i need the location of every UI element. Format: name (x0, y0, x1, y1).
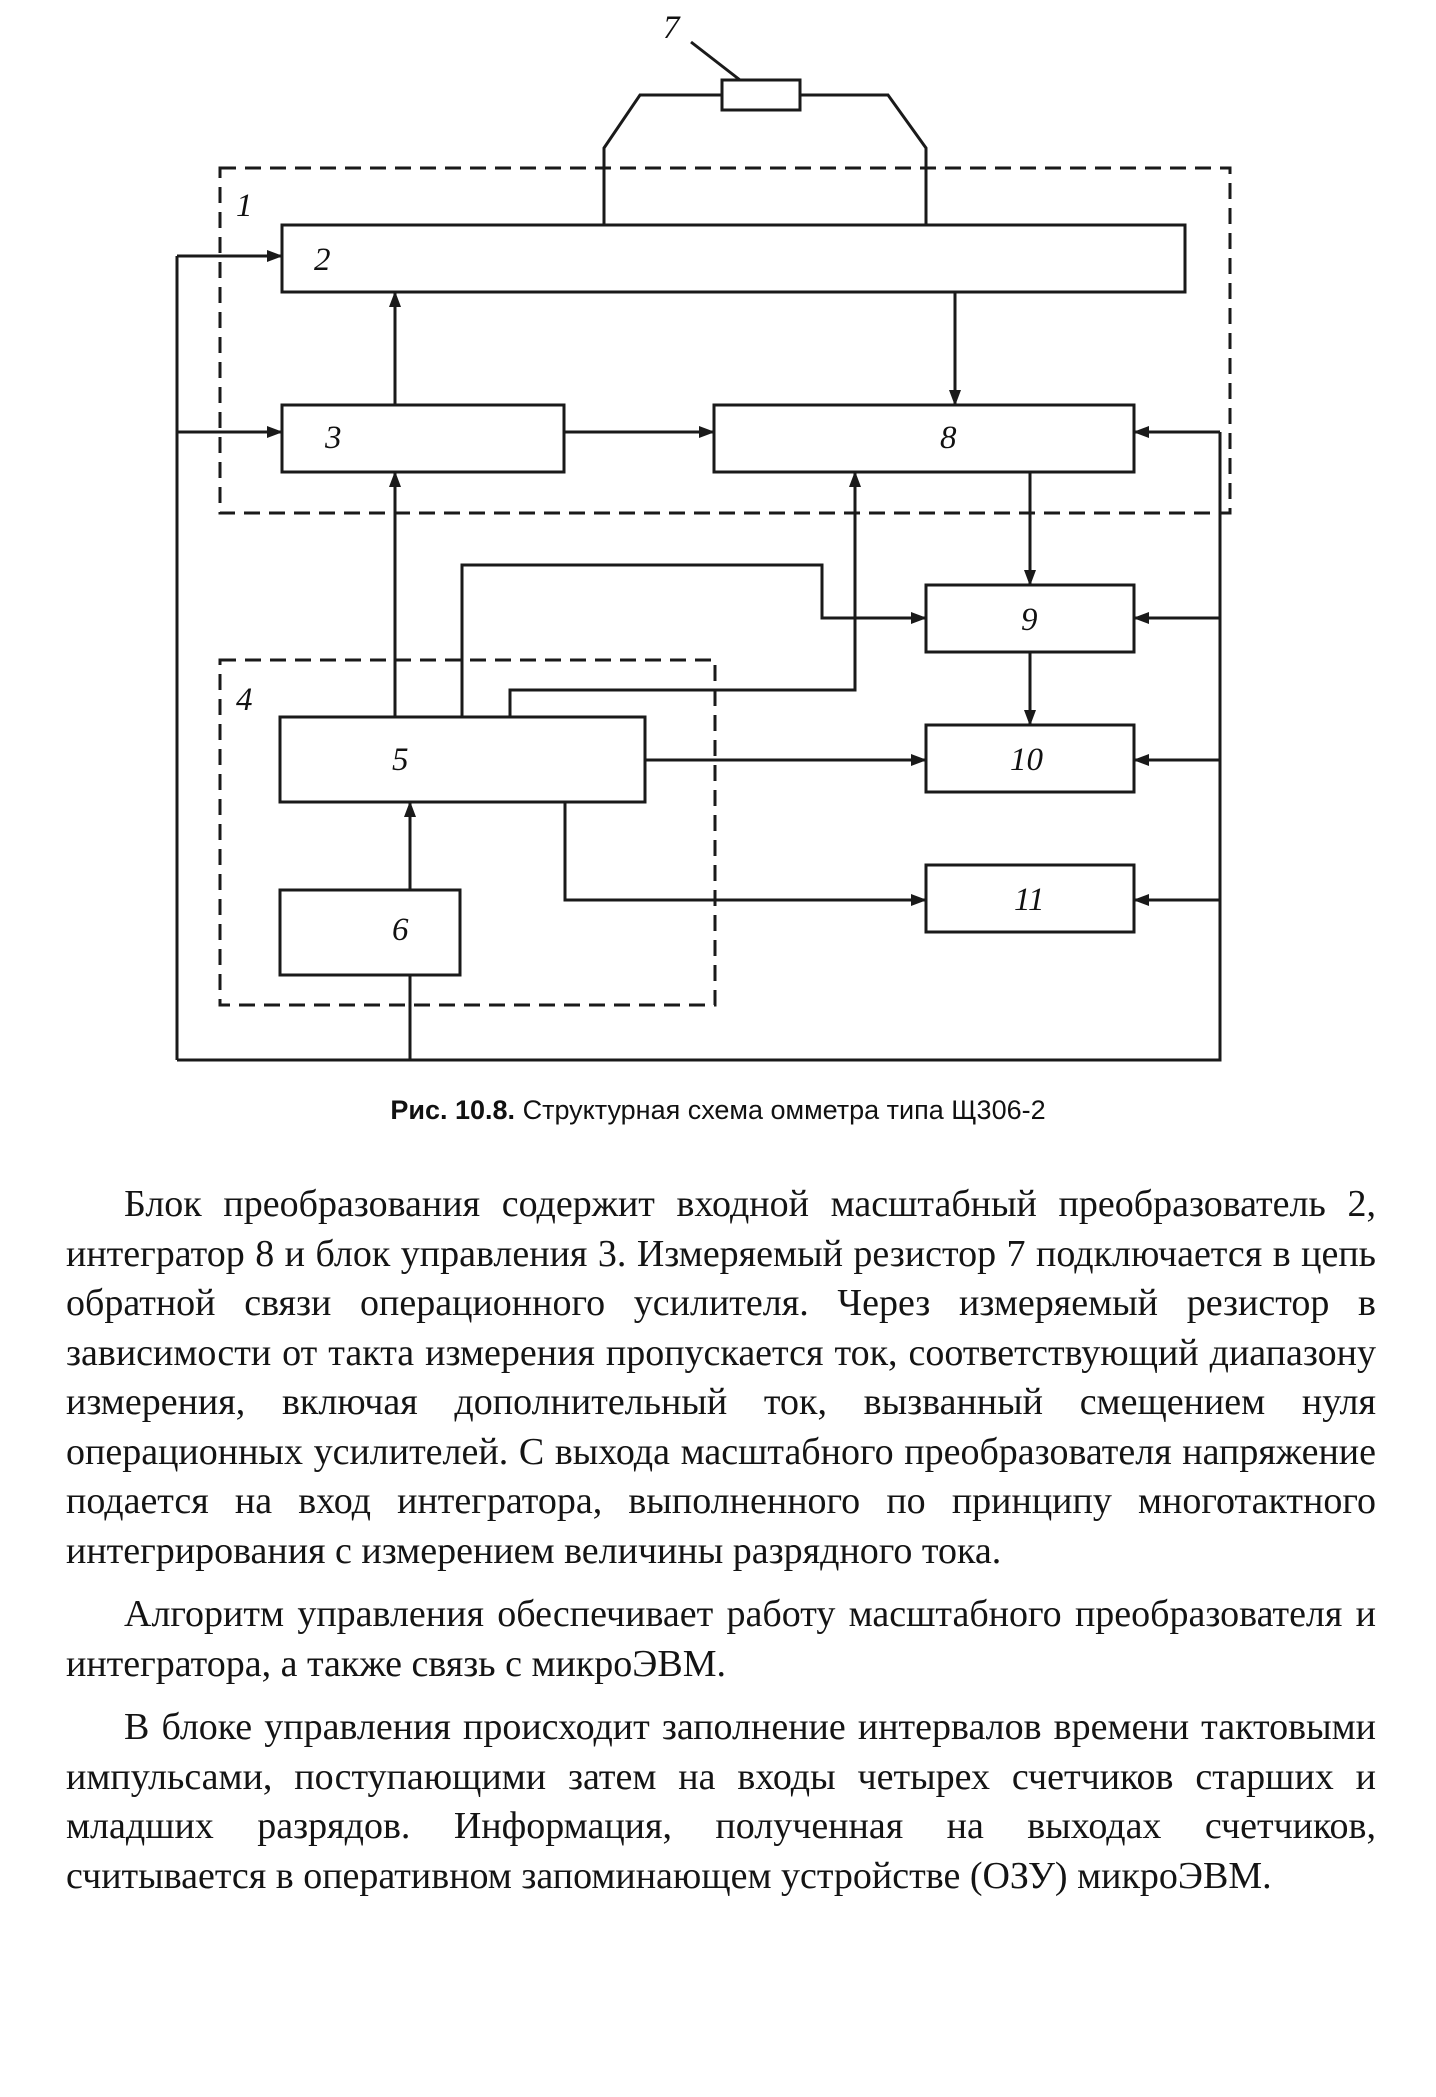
resistor-7-wire-left (602, 93, 722, 235)
label-block-9: 9 (1021, 602, 1038, 638)
label-block-6: 6 (392, 912, 409, 948)
label-block-5: 5 (392, 742, 409, 778)
block-8-integrator (712, 403, 1136, 474)
label-block-1: 1 (236, 188, 253, 224)
paragraph-conversion-block: Блок преобразования содержит входной мас… (66, 1183, 1376, 1572)
label-block-2: 2 (314, 242, 331, 278)
caption-text: Структурная схема омметра типа Щ306-2 (522, 1095, 1046, 1125)
block-5-to-block-11 (563, 802, 927, 906)
label-block-3: 3 (324, 420, 342, 456)
bottom-bus (177, 432, 1222, 1062)
microcomputer-boundary (218, 658, 717, 1007)
paragraph-control-unit: В блоке управления происходит заполнение… (66, 1706, 1376, 1897)
ohmmeter-block-diagram: 7 1 2 3 8 9 4 5 10 11 6 (175, 10, 1232, 1062)
resistor-7-leader (690, 40, 741, 82)
block-2-scale-converter (280, 223, 1187, 294)
figure-caption: Рис. 10.8. Структурная схема омметра тип… (0, 1095, 1436, 1126)
conversion-unit-boundary (218, 166, 1232, 515)
label-block-7: 7 (663, 10, 681, 46)
label-block-10: 10 (1010, 742, 1044, 778)
block-5-to-block-8 (508, 471, 861, 717)
label-block-4: 4 (236, 682, 253, 718)
block-7-measured-resistor (720, 78, 802, 112)
label-block-11: 11 (1014, 882, 1045, 918)
body-text: Блок преобразования содержит входной мас… (66, 1180, 1376, 1915)
resistor-7-wire-right (800, 93, 928, 235)
block-3-control-unit (280, 403, 566, 474)
label-block-8: 8 (940, 420, 957, 456)
block-6 (278, 888, 462, 977)
block-5-to-block-9 (460, 563, 927, 717)
caption-label: Рис. 10.8. (390, 1095, 516, 1125)
paragraph-control-algorithm: Алгоритм управления обеспечивает работу … (66, 1593, 1376, 1685)
block-5 (278, 715, 647, 804)
